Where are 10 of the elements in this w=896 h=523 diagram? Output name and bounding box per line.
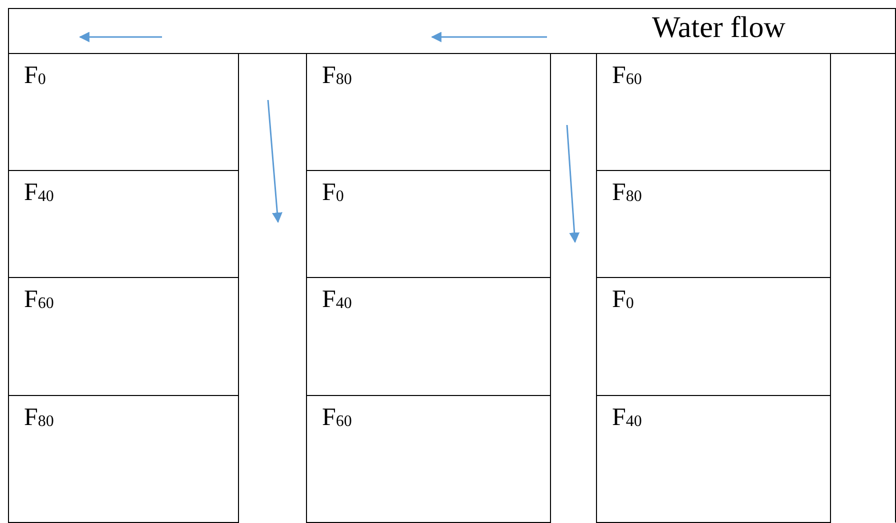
plot-cell [8, 395, 239, 523]
plot-cell [306, 277, 551, 396]
flow-label: Water flow [652, 14, 786, 42]
plot-cell [596, 170, 831, 278]
plot-cell [596, 277, 831, 396]
plot-cell [306, 170, 551, 278]
plot-cell [596, 53, 831, 171]
plot-cell [306, 395, 551, 523]
plot-cell [306, 53, 551, 171]
plot-cell [596, 395, 831, 523]
